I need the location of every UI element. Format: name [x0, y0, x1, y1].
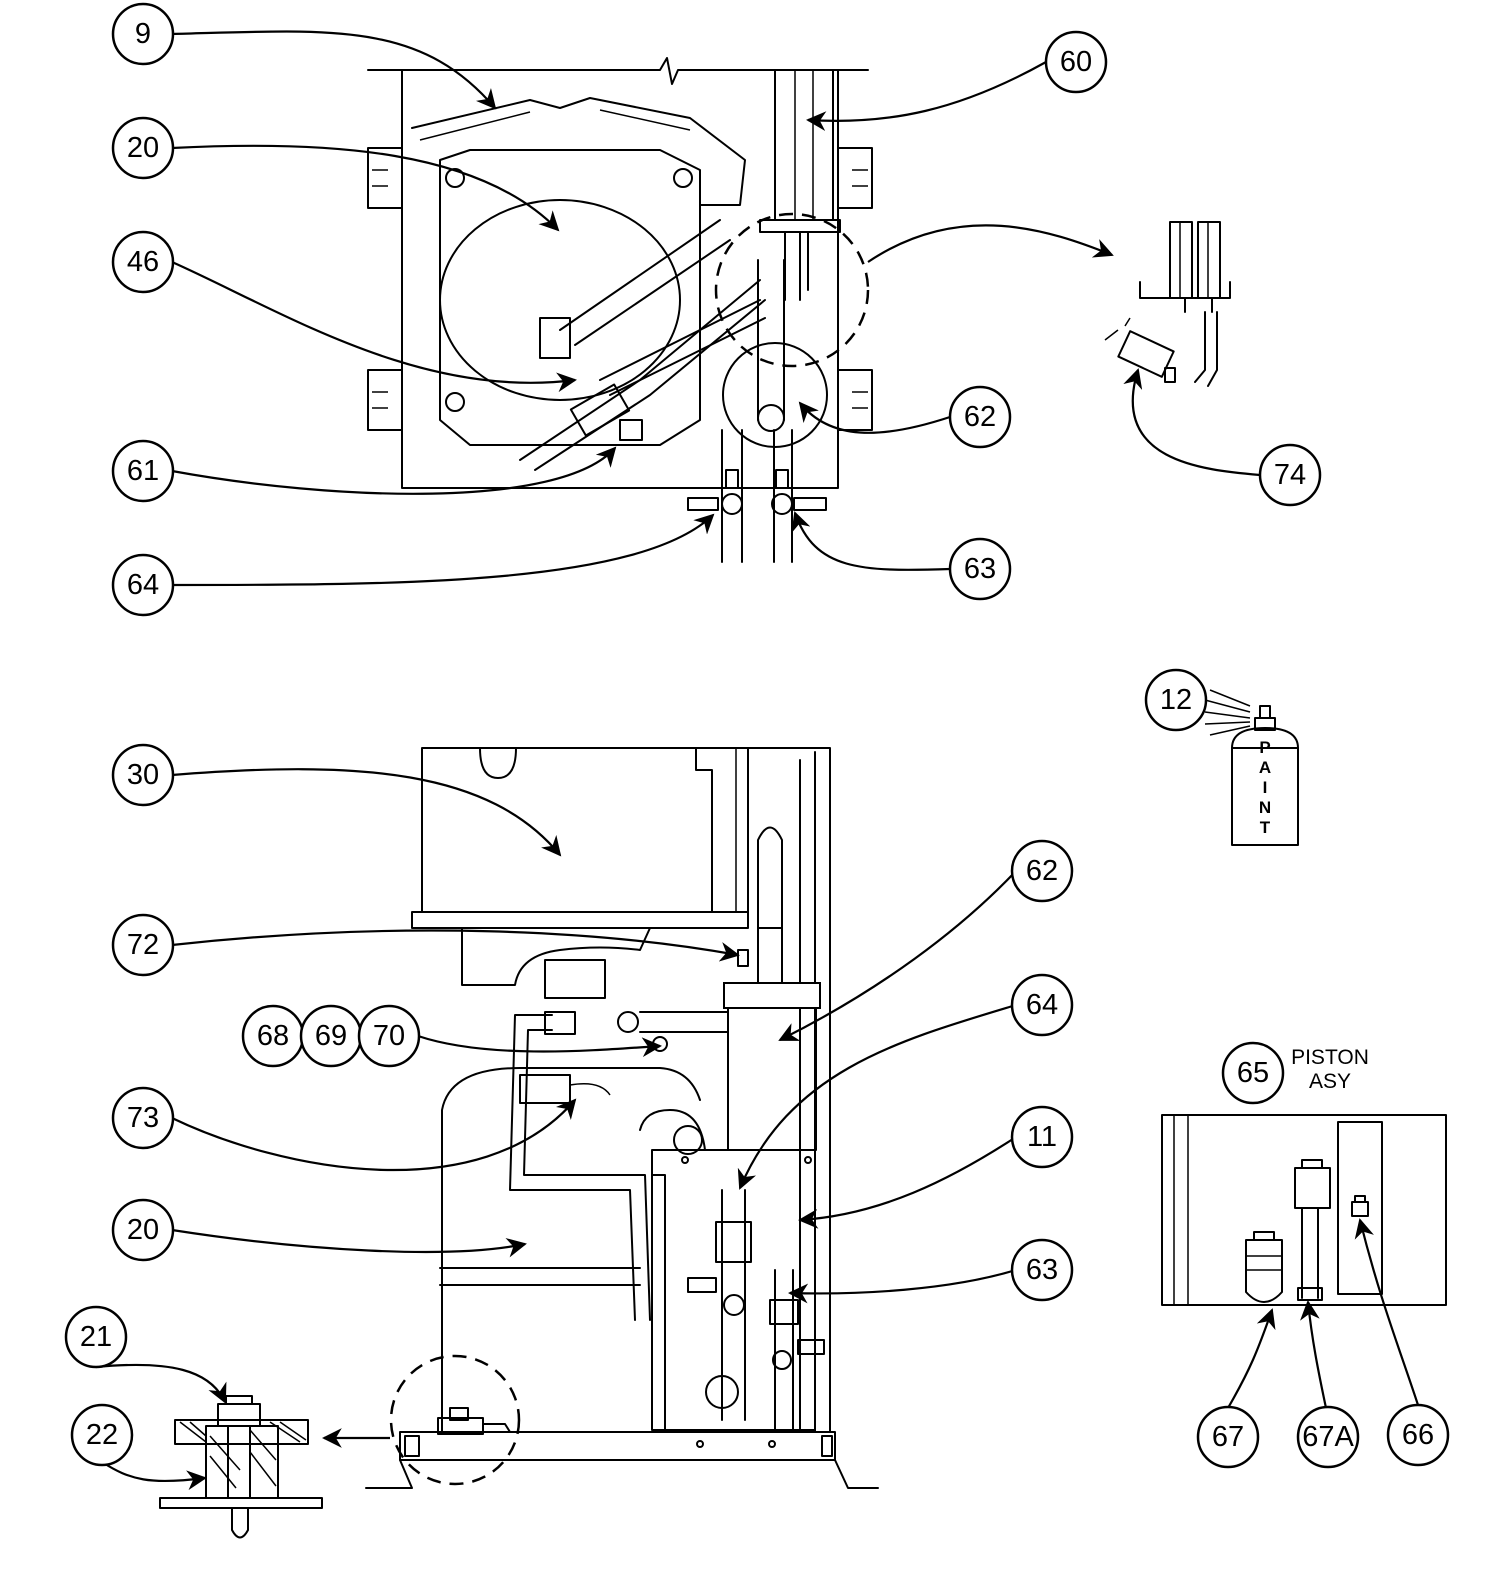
piston-label-line2: ASY	[1309, 1070, 1351, 1093]
callout-20-side: 20	[111, 1198, 175, 1262]
callout-72-label: 72	[127, 929, 159, 961]
callout-30: 30	[111, 743, 175, 807]
callout-65: 65	[1221, 1041, 1285, 1105]
callout-60-label: 60	[1060, 46, 1092, 78]
callout-12: 12	[1144, 668, 1208, 732]
callout-73: 73	[111, 1086, 175, 1150]
callout-66: 66	[1386, 1403, 1450, 1467]
mounting-grommet-detail	[159, 1395, 323, 1539]
detail-74-pressure-switch	[1104, 221, 1231, 387]
callout-67a-label: 67A	[1302, 1421, 1354, 1453]
callout-11: 11	[1010, 1105, 1074, 1169]
callout-20-top-label: 20	[127, 132, 159, 164]
callout-64-top: 64	[111, 553, 175, 617]
callout-67: 67	[1196, 1405, 1260, 1469]
callout-63-top-label: 63	[964, 553, 996, 585]
callout-46-label: 46	[127, 246, 159, 278]
callout-63-side-label: 63	[1026, 1254, 1058, 1286]
piston-label-line1: PISTON	[1291, 1046, 1369, 1069]
callout-68-label: 68	[257, 1020, 289, 1052]
callout-60: 60	[1044, 30, 1108, 94]
paint-letter-a: A	[1259, 758, 1271, 777]
callout-62-side-label: 62	[1026, 855, 1058, 887]
top-view-unit	[367, 57, 873, 563]
callout-21: 21	[64, 1305, 128, 1369]
callout-22-label: 22	[86, 1419, 118, 1451]
paint-can-icon: P A I N T	[1204, 689, 1299, 846]
callout-69-label: 69	[315, 1020, 347, 1052]
callout-67-label: 67	[1212, 1421, 1244, 1453]
callout-9-label: 9	[135, 18, 151, 50]
callout-63-top: 63	[948, 537, 1012, 601]
paint-letter-p: P	[1259, 738, 1270, 757]
callout-74-label: 74	[1274, 459, 1306, 491]
callout-73-label: 73	[127, 1102, 159, 1134]
callout-70-label: 70	[373, 1020, 405, 1052]
piston-assembly-detail	[1161, 1114, 1447, 1306]
callout-62-top: 62	[948, 385, 1012, 449]
callout-67a: 67A	[1296, 1405, 1360, 1469]
paint-letter-i: I	[1263, 778, 1268, 797]
callout-65-label: 65	[1237, 1057, 1269, 1089]
callout-66-label: 66	[1402, 1419, 1434, 1451]
callout-64-top-label: 64	[127, 569, 159, 601]
callout-64-side-label: 64	[1026, 989, 1058, 1021]
callout-68: 68	[241, 1004, 305, 1068]
callout-12-label: 12	[1160, 684, 1192, 716]
paint-letter-t: T	[1260, 818, 1271, 837]
callout-74: 74	[1258, 443, 1322, 507]
leader-lines	[95, 30, 1420, 1491]
callout-72: 72	[111, 913, 175, 977]
callout-30-label: 30	[127, 759, 159, 791]
callout-61-label: 61	[127, 455, 159, 487]
paint-letter-n: N	[1259, 798, 1271, 817]
callout-21-label: 21	[80, 1321, 112, 1353]
callout-20-top: 20	[111, 116, 175, 180]
callout-62-side: 62	[1010, 839, 1074, 903]
callout-70: 70	[357, 1004, 421, 1068]
callout-20-side-label: 20	[127, 1214, 159, 1246]
callout-62-top-label: 62	[964, 401, 996, 433]
callout-69: 69	[299, 1004, 363, 1068]
callout-46: 46	[111, 230, 175, 294]
callout-22: 22	[70, 1403, 134, 1467]
callout-61: 61	[111, 439, 175, 503]
callout-9: 9	[111, 2, 175, 66]
callout-11-label: 11	[1027, 1121, 1057, 1153]
callout-64-side: 64	[1010, 973, 1074, 1037]
side-view-unit	[365, 747, 879, 1489]
callout-63-side: 63	[1010, 1238, 1074, 1302]
